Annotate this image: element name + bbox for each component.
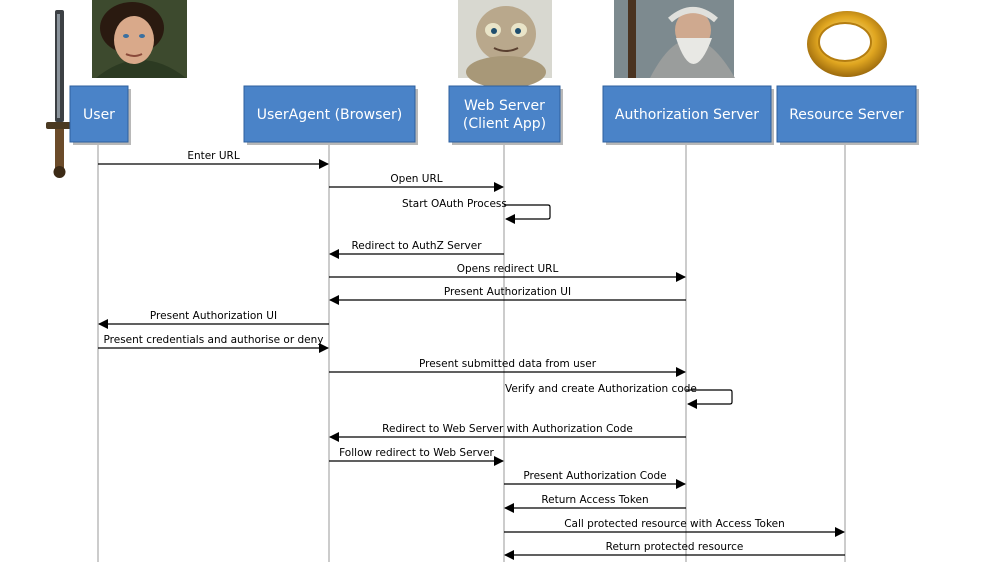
message-label: Redirect to Web Server with Authorizatio… [382,423,633,435]
message-label: Present credentials and authorise or den… [104,334,324,346]
ring-icon [807,11,887,77]
actor-label: Authorization Server [615,107,759,123]
actor-box-rect [243,85,416,143]
message-1: Enter URL [98,150,329,169]
actor-browser: UserAgent (Browser) [243,85,418,145]
actor-label: Web Server [464,98,545,114]
actor-label: User [83,107,115,123]
message-label: Open URL [390,173,442,185]
message-label: Follow redirect to Web Server [339,447,494,459]
message-2: Open URL [329,173,504,192]
message-label: Return Access Token [541,494,648,506]
actor-label: (Client App) [463,116,546,132]
message-label: Opens redirect URL [457,263,559,275]
message-label: Present Authorization UI [150,310,277,322]
actor-webserver: Web Server (Client App) [448,85,563,145]
message-5: Opens redirect URL [329,263,686,282]
message-14: Return Access Token [504,494,686,513]
message-label: Return protected resource [606,541,744,553]
message-3: Start OAuth Process [402,198,551,224]
actor-label: UserAgent (Browser) [257,107,402,123]
message-12: Follow redirect to Web Server [329,447,504,466]
actor-box-rect [776,85,917,143]
message-7: Present Authorization UI [98,310,329,329]
elf-sword-icon [46,10,73,178]
actor-box-rect [602,85,772,143]
message-4: Redirect to AuthZ Server [329,240,504,259]
lifelines [97,142,846,562]
messages: Enter URL Open URL Start OAuth ProcessRedi… [98,150,845,560]
message-16: Return protected resource [504,541,845,560]
message-15: Call protected resource with Access Toke… [504,518,845,537]
actor-label: Resource Server [789,107,904,123]
message-label: Start OAuth Process [402,198,507,210]
hobbit-portrait [92,0,187,78]
message-9: Present submitted data from user [329,358,686,377]
wizard-portrait [614,0,735,78]
message-8: Present credentials and authorise or den… [98,334,329,353]
message-10: Verify and create Authorization code [505,383,733,409]
message-label: Redirect to AuthZ Server [351,240,482,252]
actor-user: User [69,85,131,145]
message-label: Enter URL [187,150,240,162]
actor-resource: Resource Server [776,85,919,145]
actor-boxes: User UserAgent (Browser) Web Server (Client… [69,85,919,145]
self-arrow [504,204,551,224]
actor-box-rect [69,85,129,143]
message-label: Verify and create Authorization code [505,383,697,395]
message-13: Present Authorization Code [504,470,686,489]
message-label: Call protected resource with Access Toke… [564,518,785,530]
actor-box-rect [448,85,561,143]
message-label: Present Authorization Code [523,470,666,482]
message-6: Present Authorization UI [329,286,686,305]
actor-authz: Authorization Server [602,85,774,145]
gollum-portrait [458,0,552,88]
self-arrow [686,389,733,409]
message-11: Redirect to Web Server with Authorizatio… [329,423,686,442]
message-label: Present Authorization UI [444,286,571,298]
message-label: Present submitted data from user [419,358,597,370]
